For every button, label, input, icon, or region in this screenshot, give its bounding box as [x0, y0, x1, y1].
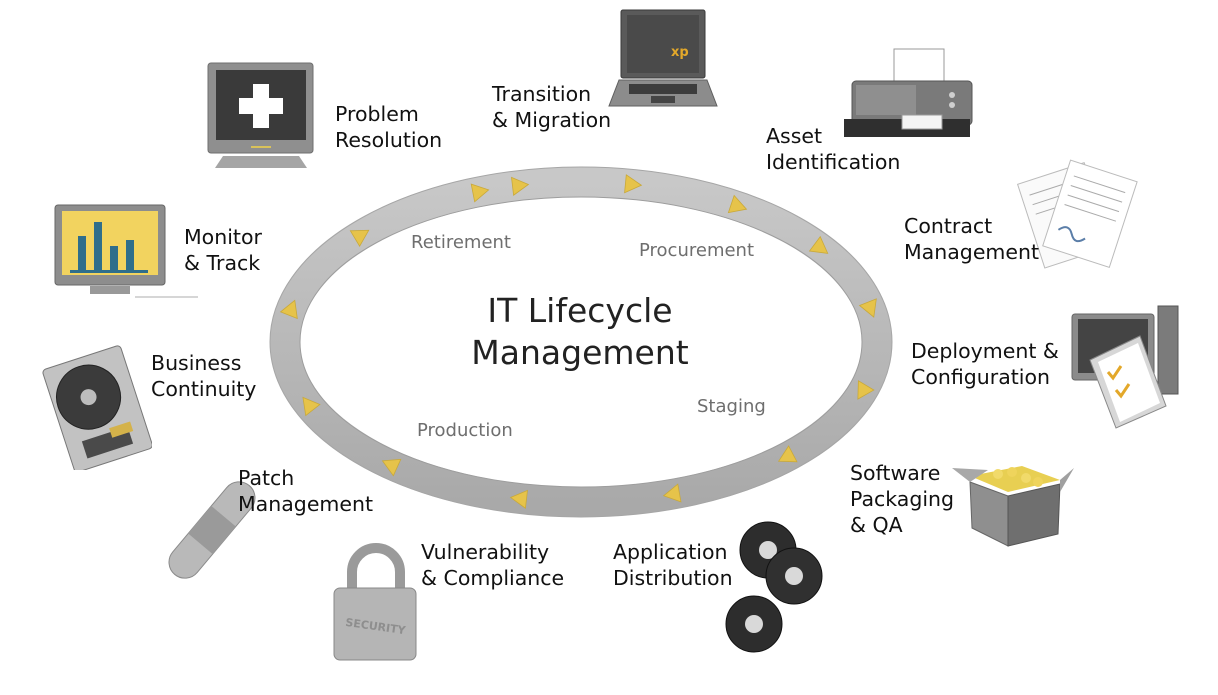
stage-production: Production: [417, 420, 513, 441]
label-monitor-track: Monitor & Track: [184, 225, 262, 275]
title-line-1: IT Lifecycle: [487, 291, 673, 330]
ring-inner-edge: [299, 196, 863, 488]
printer-icon: [844, 48, 973, 137]
direction-arrow-6: [857, 380, 875, 400]
label-contract-management: Contract Management: [904, 214, 1040, 264]
xp-badge: xp: [671, 45, 689, 60]
diagram-title: IT Lifecycle Management: [430, 290, 730, 374]
direction-arrow-12: [279, 299, 298, 320]
bandage-icon: [168, 481, 256, 579]
direction-arrow-14: [470, 183, 490, 203]
label-business-continuity: Business Continuity: [151, 351, 257, 401]
label-deployment-configuration: Deployment & Configuration: [911, 339, 1059, 389]
title-line-2: Management: [471, 333, 689, 372]
stage-procurement: Procurement: [639, 240, 755, 261]
direction-arrow-8: [662, 483, 682, 503]
label-software-packaging: Software Packaging & QA: [850, 461, 955, 537]
label-vulnerability-compliance: Vulnerability & Compliance: [421, 540, 565, 590]
stage-retirement: Retirement: [411, 232, 511, 253]
clipboard-computer-icon: [1071, 305, 1179, 429]
label-asset-identification: Asset Identification: [766, 124, 901, 174]
direction-arrow-1: [511, 176, 530, 196]
software-box-icon: [952, 466, 1074, 547]
label-application-distribution: Application Distribution: [613, 540, 733, 590]
label-problem-resolution: Problem Resolution: [335, 102, 443, 152]
ring-track: [270, 167, 892, 517]
direction-arrow-10: [381, 458, 402, 477]
cd-discs-icon: [725, 521, 823, 653]
direction-arrow-3: [727, 194, 748, 214]
direction-arrow-4: [808, 235, 829, 254]
ring-outer-edge: [269, 166, 893, 518]
first-aid-monitor-icon: [207, 62, 314, 168]
label-patch-management: Patch Management: [238, 466, 374, 516]
contract-papers-icon: [1016, 159, 1138, 269]
direction-arrow-7: [777, 445, 798, 463]
padlock-icon: SECURITY: [333, 543, 417, 661]
stage-staging: Staging: [697, 396, 766, 417]
direction-arrow-5: [858, 298, 877, 318]
direction-arrow-2: [624, 174, 643, 194]
direction-arrow-11: [302, 396, 321, 417]
hard-drive-icon: [42, 345, 152, 470]
direction-arrow-13: [349, 229, 370, 248]
chart-monitor-icon: [54, 204, 198, 298]
label-transition-migration: Transition & Migration: [492, 82, 612, 132]
direction-arrow-9: [509, 489, 528, 509]
laptop-icon: xp: [608, 9, 718, 107]
